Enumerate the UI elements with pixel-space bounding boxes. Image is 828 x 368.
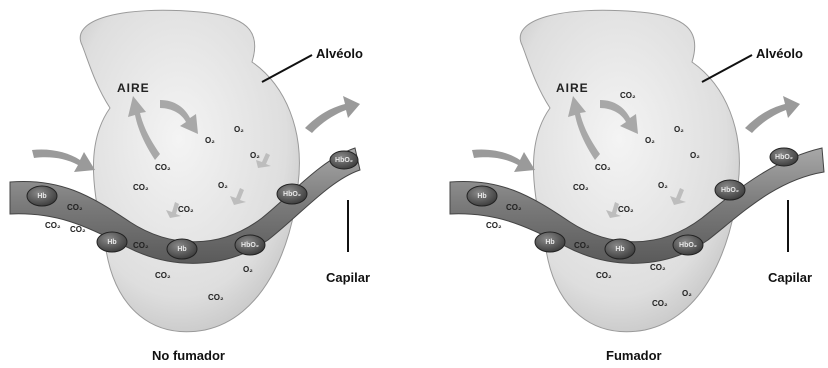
gas-label: O₂ [674, 125, 684, 134]
aire-label: AIRE [556, 81, 589, 95]
panel-fumador: Hb Hb Hb HbO₂ HbO₂ HbO₂ CO₂ O₂ O₂ O₂ CO₂… [450, 10, 824, 363]
gas-label: O₂ [218, 181, 228, 190]
gas-label: CO₂ [133, 183, 149, 192]
gas-label: CO₂ [67, 203, 83, 212]
svg-text:HbO₂: HbO₂ [335, 157, 353, 164]
blood-out-arrow [745, 96, 800, 133]
hbo2-cell: HbO₂ [770, 148, 798, 166]
hb-cell: Hb [97, 232, 127, 252]
svg-text:HbO₂: HbO₂ [283, 191, 301, 198]
capilar-label: Capilar [768, 270, 812, 285]
hb-cell: Hb [467, 186, 497, 206]
gas-label: O₂ [243, 265, 253, 274]
blood-out-arrow [305, 96, 360, 133]
svg-text:Hb: Hb [107, 239, 116, 246]
capilar-label: Capilar [326, 270, 370, 285]
gas-label: O₂ [250, 151, 260, 160]
svg-text:Hb: Hb [545, 239, 554, 246]
hb-cell: Hb [167, 239, 197, 259]
gas-label: CO₂ [133, 241, 149, 250]
gas-label: CO₂ [618, 205, 634, 214]
gas-label: CO₂ [506, 203, 522, 212]
svg-text:Hb: Hb [37, 193, 46, 200]
gas-label: O₂ [658, 181, 668, 190]
gas-label: CO₂ [155, 271, 171, 280]
svg-text:HbO₂: HbO₂ [679, 242, 697, 249]
hbo2-cell: HbO₂ [715, 180, 745, 200]
gas-label: O₂ [682, 289, 692, 298]
gas-label: CO₂ [45, 221, 61, 230]
blood-in-arrow [32, 149, 95, 172]
blood-in-arrow [472, 149, 535, 172]
gas-label: CO₂ [178, 205, 194, 214]
gas-label: O₂ [205, 136, 215, 145]
gas-label: CO₂ [652, 299, 668, 308]
svg-text:HbO₂: HbO₂ [721, 187, 739, 194]
svg-text:Hb: Hb [615, 246, 624, 253]
gas-label: CO₂ [155, 163, 171, 172]
hb-cell: Hb [535, 232, 565, 252]
gas-label: CO₂ [574, 241, 590, 250]
panel-caption: Fumador [606, 348, 662, 363]
gas-label: CO₂ [573, 183, 589, 192]
gas-label: O₂ [690, 151, 700, 160]
gas-label: CO₂ [486, 221, 502, 230]
svg-text:Hb: Hb [177, 246, 186, 253]
hbo2-cell: HbO₂ [235, 235, 265, 255]
panel-no-fumador: Hb Hb Hb HbO₂ HbO₂ HbO₂ O₂ O₂ O₂ CO₂ CO₂… [10, 10, 370, 363]
gas-label: O₂ [234, 125, 244, 134]
gas-label: CO₂ [595, 163, 611, 172]
gas-label: CO₂ [620, 91, 636, 100]
gas-label: CO₂ [70, 225, 86, 234]
hb-cell: Hb [605, 239, 635, 259]
alveolus-shape [520, 10, 739, 331]
svg-text:HbO₂: HbO₂ [241, 242, 259, 249]
alveolo-leader-line [702, 55, 752, 82]
panel-caption: No fumador [152, 348, 225, 363]
hbo2-cell: HbO₂ [277, 184, 307, 204]
alveolo-label: Alvéolo [756, 46, 803, 61]
gas-label: CO₂ [596, 271, 612, 280]
gas-label: CO₂ [208, 293, 224, 302]
svg-text:Hb: Hb [477, 193, 486, 200]
hb-cell: Hb [27, 186, 57, 206]
alveolus-shape [80, 10, 299, 331]
hbo2-cell: HbO₂ [673, 235, 703, 255]
hbo2-cell: HbO₂ [330, 151, 358, 169]
gas-label: CO₂ [650, 263, 666, 272]
svg-text:HbO₂: HbO₂ [775, 154, 793, 161]
gas-label: O₂ [645, 136, 655, 145]
aire-label: AIRE [117, 81, 150, 95]
alveolo-leader-line [262, 55, 312, 82]
alveolo-label: Alvéolo [316, 46, 363, 61]
